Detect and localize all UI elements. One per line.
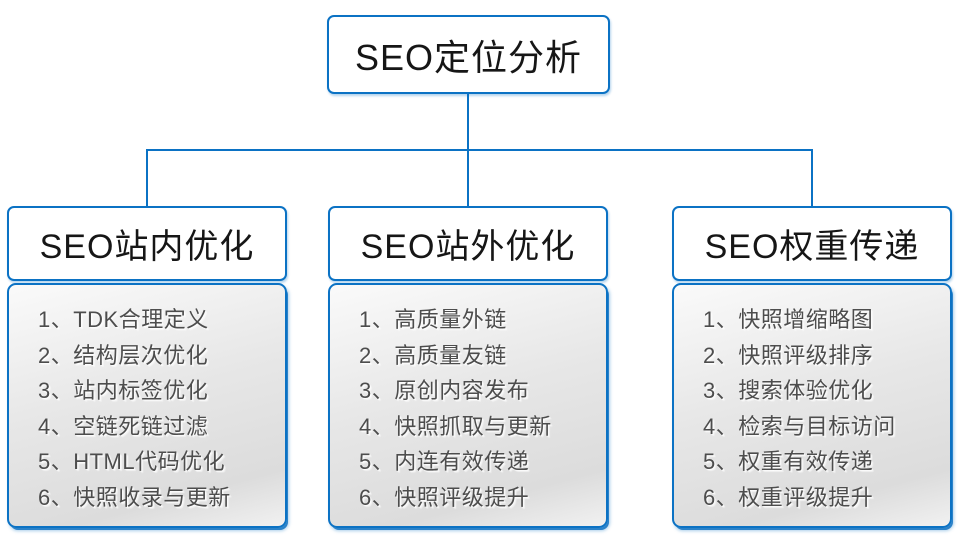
list-item: 2、结构层次优化	[38, 342, 209, 368]
list-item: 5、权重有效传递	[703, 449, 874, 474]
list-item: 2、快照评级排序	[703, 342, 874, 368]
list-item: 3、站内标签优化	[38, 378, 209, 403]
list-item: 4、检索与目标访问	[703, 413, 896, 439]
connector-horizontal	[146, 149, 813, 151]
branch-header-weight-label: SEO权重传递	[704, 228, 920, 266]
root-node: SEO定位分析	[327, 15, 610, 94]
list-item: 2、高质量友链	[359, 342, 507, 368]
branch-list-weight: 1、快照增缩略图 2、快照评级排序 3、搜索体验优化 4、检索与目标访问 5、权…	[672, 283, 952, 528]
list-item: 3、原创内容发布	[359, 378, 530, 403]
list-item: 6、快照评级提升	[359, 484, 530, 510]
list-item: 5、HTML代码优化	[38, 449, 226, 474]
list-item: 5、内连有效传递	[359, 449, 530, 474]
connector-right-vertical	[811, 149, 813, 206]
branch-header-weight: SEO权重传递	[672, 206, 952, 281]
branch-header-onsite-label: SEO站内优化	[39, 228, 255, 266]
list-item: 1、TDK合理定义	[38, 307, 209, 332]
list-item: 4、空链死链过滤	[38, 413, 209, 439]
branch-header-offsite-label: SEO站外优化	[360, 228, 576, 266]
list-item: 6、权重评级提升	[703, 484, 874, 510]
branch-header-offsite: SEO站外优化	[328, 206, 608, 281]
list-item: 4、快照抓取与更新	[359, 413, 552, 439]
root-node-label: SEO定位分析	[354, 36, 583, 78]
list-item: 6、快照收录与更新	[38, 484, 231, 510]
list-item: 1、高质量外链	[359, 307, 507, 332]
branch-list-onsite: 1、TDK合理定义 2、结构层次优化 3、站内标签优化 4、空链死链过滤 5、H…	[7, 283, 287, 528]
branch-list-offsite: 1、高质量外链 2、高质量友链 3、原创内容发布 4、快照抓取与更新 5、内连有…	[328, 283, 608, 528]
branch-header-onsite: SEO站内优化	[7, 206, 287, 281]
list-item: 1、快照增缩略图	[703, 307, 874, 332]
connector-left-vertical	[146, 149, 148, 206]
list-item: 3、搜索体验优化	[703, 378, 874, 403]
